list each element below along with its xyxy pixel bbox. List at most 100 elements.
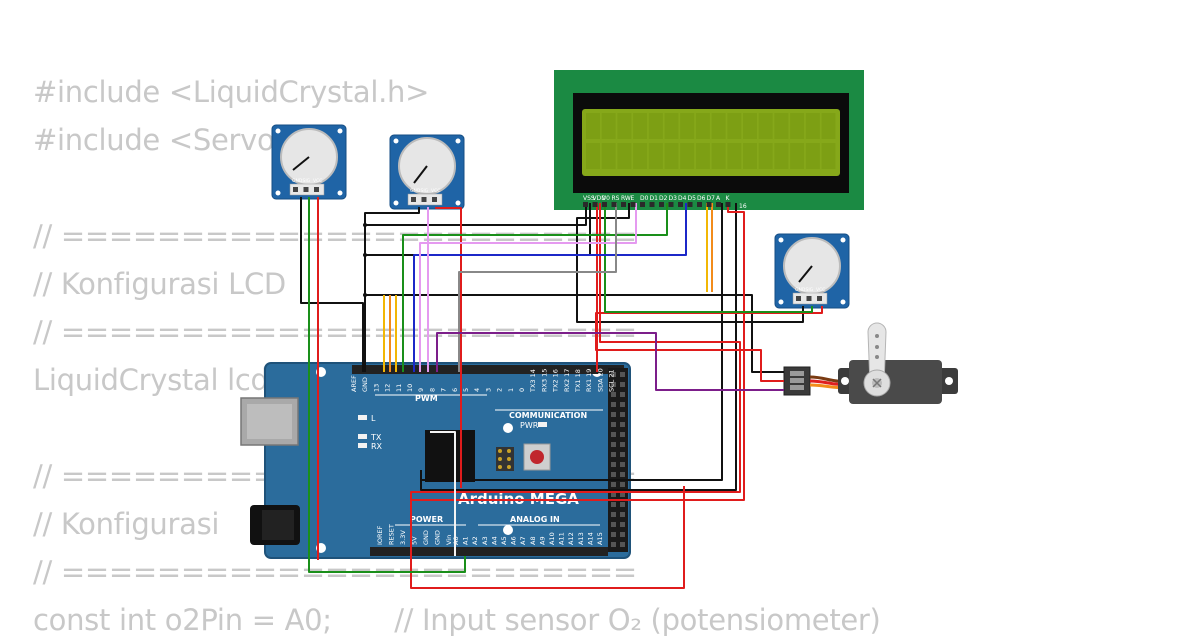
lcd-pin[interactable] — [649, 202, 655, 207]
pin-label: A5 — [500, 536, 508, 545]
wire-red[interactable] — [595, 306, 823, 382]
pin-label: A8 — [529, 536, 537, 545]
lcd-cell — [727, 113, 742, 139]
pin-label: A10 — [548, 532, 556, 545]
wire-black[interactable] — [576, 203, 804, 323]
lcd-cell — [711, 143, 726, 169]
pot-pin[interactable] — [806, 296, 812, 301]
lcd-pin[interactable] — [583, 202, 588, 207]
pin-label: 9 — [417, 388, 425, 392]
wire-gray[interactable] — [458, 203, 617, 372]
lcd-cell — [805, 113, 820, 139]
wire-black[interactable] — [421, 203, 723, 481]
wire-purple[interactable] — [436, 332, 784, 391]
wire-red[interactable] — [411, 203, 745, 501]
servo-motor[interactable] — [783, 322, 958, 404]
wire-black[interactable] — [300, 197, 364, 372]
pin-label: TX3 14 — [529, 369, 537, 393]
lcd-cell — [617, 143, 632, 169]
lcd-pin[interactable] — [716, 202, 721, 207]
code-line: #include <LiquidCrystal.h> — [33, 75, 430, 109]
pot-pin[interactable] — [314, 187, 319, 192]
wire-green[interactable] — [402, 203, 668, 372]
pot-pin[interactable] — [303, 187, 309, 192]
wire-violet[interactable] — [419, 203, 637, 372]
pin-label: 10 — [406, 384, 414, 392]
lcd-pin[interactable] — [687, 202, 693, 207]
wire-red[interactable] — [435, 207, 462, 488]
lcd-pin[interactable] — [630, 202, 636, 207]
lcd-pin[interactable] — [706, 202, 712, 207]
pin-label: SDA 20 — [596, 368, 604, 392]
pot-pin[interactable] — [411, 197, 416, 202]
pot-indicator — [798, 265, 813, 283]
reset-button-cap[interactable] — [530, 450, 544, 464]
wire-black[interactable] — [365, 203, 591, 256]
pin-label: 5V — [411, 536, 419, 545]
lcd-pin[interactable] — [602, 202, 607, 207]
pin-label: A13 — [577, 532, 585, 545]
pin-label: A7 — [519, 536, 527, 545]
header-pin — [611, 472, 616, 477]
icsp-pin — [507, 465, 511, 469]
pin-label: 3 — [484, 388, 492, 392]
pot-hole — [275, 128, 281, 134]
wire-black[interactable] — [364, 207, 420, 372]
pot-pin[interactable] — [293, 187, 298, 192]
lcd-pin-header[interactable] — [583, 202, 731, 207]
lcd-pin-label: V0 — [602, 195, 610, 202]
header-pin — [620, 402, 625, 407]
lcd-pin[interactable] — [621, 202, 626, 207]
pot-hole — [337, 190, 343, 196]
header-pin — [611, 452, 616, 457]
icsp-header — [496, 447, 514, 471]
wire-green[interactable] — [308, 197, 466, 573]
lcd-pin[interactable] — [725, 202, 731, 207]
mount-hole — [503, 423, 513, 433]
header-pin — [620, 532, 625, 537]
pin-label: 11 — [395, 384, 403, 392]
wire-green[interactable] — [604, 203, 813, 313]
lcd-pin-label: D2 — [659, 195, 668, 202]
power-header[interactable] — [370, 547, 468, 556]
lcd-pin-label: VDD — [593, 195, 607, 202]
pin-label: SCL 21 — [608, 369, 616, 392]
lcd-pin[interactable] — [640, 202, 645, 207]
lcd-cell — [648, 143, 663, 169]
pot-pin[interactable] — [817, 296, 822, 301]
lcd-pin[interactable] — [659, 202, 664, 207]
lcd-pin-label: VSS — [583, 195, 595, 202]
servo-tab-hole — [945, 377, 953, 385]
servo-horn[interactable] — [867, 322, 887, 386]
wire-blue[interactable] — [413, 203, 687, 372]
code-line: // Konfigurasi LCD — [33, 267, 286, 301]
arduino-mega-board[interactable]: L TX RX PWR PWM COMMUNICATION Arduino ME… — [240, 362, 631, 559]
wire-white[interactable] — [430, 431, 456, 556]
lcd-pin[interactable] — [668, 202, 674, 207]
pin-label: 3.3V — [399, 530, 407, 545]
lcd-pin[interactable] — [678, 202, 683, 207]
wire-black[interactable] — [365, 294, 784, 373]
pin-label: RESET — [388, 524, 396, 545]
pot-pin[interactable] — [796, 296, 801, 301]
lcd-cell — [790, 113, 805, 139]
wire-black[interactable] — [365, 203, 587, 226]
pot-pin[interactable] — [421, 197, 427, 202]
lcd-pin[interactable] — [611, 202, 617, 207]
analog-header[interactable] — [450, 547, 608, 556]
header-pin — [611, 422, 616, 427]
lcd-pin[interactable] — [697, 202, 702, 207]
pin-label: 2 — [496, 388, 504, 392]
lcd-pin[interactable] — [592, 202, 598, 207]
digital-header[interactable] — [352, 365, 624, 374]
lcd-cell — [790, 143, 805, 169]
pot-pin[interactable] — [432, 197, 437, 202]
wire-red[interactable] — [410, 203, 741, 589]
